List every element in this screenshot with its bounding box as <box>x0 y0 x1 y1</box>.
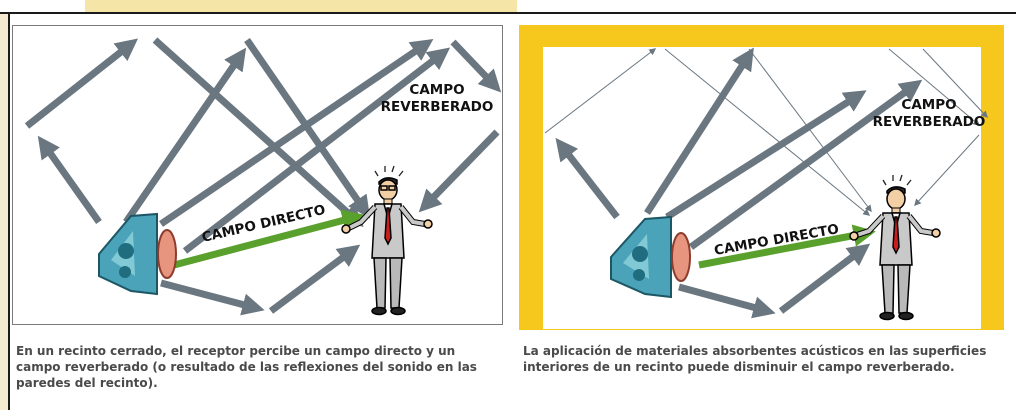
reflection-arrow <box>37 135 102 225</box>
direct-field-arrow <box>158 209 365 273</box>
reflection-arrow <box>555 137 620 220</box>
reflection-arrow <box>123 47 247 224</box>
reflection-arrow <box>418 129 500 213</box>
reflection-arrows <box>24 37 502 316</box>
closed-room-diagram: CAMPO DIRECTO CAMPO REVERBERADO <box>24 37 502 316</box>
reflection-arrow <box>24 38 139 129</box>
listener-figure <box>849 174 941 321</box>
closed-room-caption: En un recinto cerrado, el receptor perci… <box>16 344 477 390</box>
reflection-arrows-thin <box>544 48 988 216</box>
reflection-arrow <box>778 243 871 314</box>
reflection-arrow <box>450 39 502 93</box>
absorbent-room-diagram: CAMPO DIRECTO CAMPO REVERBERADO <box>544 47 988 321</box>
reflection-arrow <box>182 47 451 254</box>
reflection-arrow <box>268 244 361 314</box>
attenuated-reflection-arrow <box>922 48 988 119</box>
attenuated-reflection-arrow <box>888 48 981 126</box>
reflection-arrow <box>160 279 265 316</box>
reverberant-field-label-line2: REVERBERADO <box>873 114 986 130</box>
listener-figure <box>341 165 433 316</box>
reflection-arrow <box>678 283 776 319</box>
top-accent-strip <box>85 0 517 14</box>
speaker-icon <box>98 212 177 296</box>
closed-room-panel: CAMPO DIRECTO CAMPO REVERBERADO <box>12 25 503 325</box>
reflection-arrow <box>688 79 923 250</box>
reflection-arrow <box>152 37 364 227</box>
reflection-arrows-thick <box>555 47 923 319</box>
speaker-icon <box>610 215 691 299</box>
reverberant-field-label-line2: REVERBERADO <box>381 99 494 115</box>
absorbent-room-panel: CAMPO DIRECTO CAMPO REVERBERADO <box>519 25 1004 330</box>
reflection-arrow <box>159 38 434 227</box>
direct-field-arrow <box>698 224 876 269</box>
left-accent-strip <box>0 14 8 410</box>
reflection-arrow <box>644 47 754 215</box>
reflection-arrow <box>665 90 867 220</box>
attenuated-reflection-arrow <box>748 48 872 213</box>
reverberant-field-label-line1: CAMPO <box>409 82 464 98</box>
attenuated-reflection-arrow <box>914 134 980 207</box>
attenuated-reflection-arrow <box>664 48 871 216</box>
frame-left-line <box>8 14 10 410</box>
frame-top-line <box>0 12 1016 14</box>
absorbent-room-caption: La aplicación de materiales absorbentes … <box>523 344 987 374</box>
reverberant-field-label-line1: CAMPO <box>901 97 956 113</box>
attenuated-reflection-arrow <box>544 48 657 134</box>
